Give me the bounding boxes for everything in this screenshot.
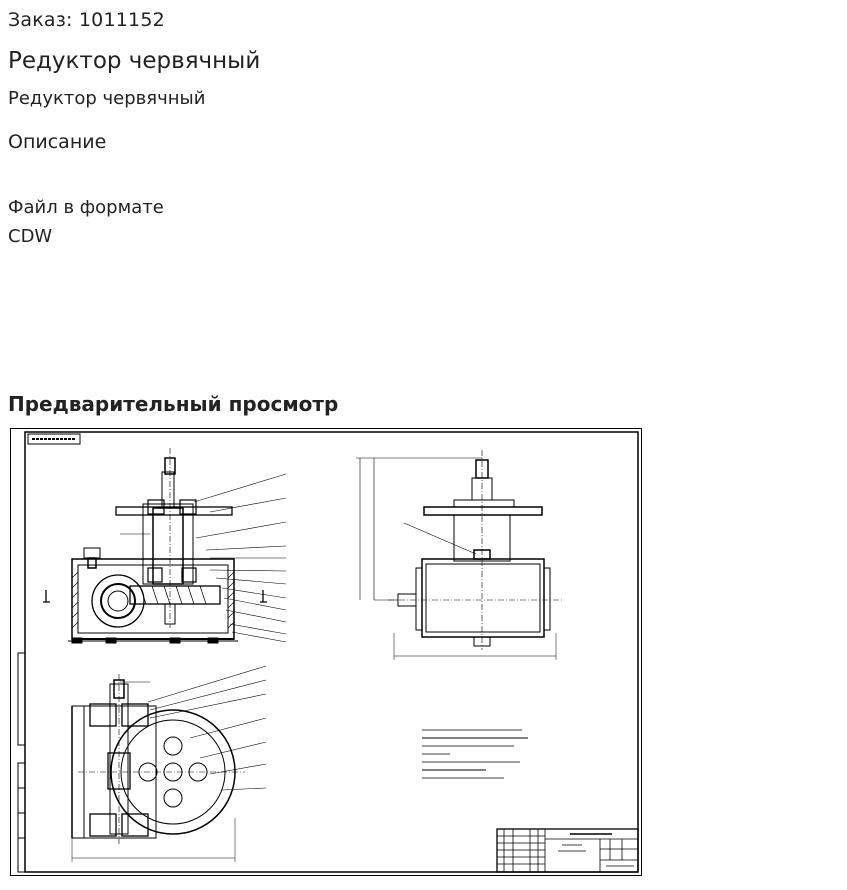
- front-section-view: [43, 448, 287, 644]
- technical-drawing: [10, 428, 642, 876]
- title-block: [496, 828, 639, 873]
- preview-heading: Предварительный просмотр: [8, 392, 339, 416]
- description-heading: Описание: [8, 131, 107, 153]
- product-subtitle: Редуктор червячный: [8, 88, 206, 109]
- order-number: Заказ: 1011152: [8, 9, 165, 31]
- top-section-view: [71, 665, 267, 862]
- product-title: Редуктор червячный: [8, 48, 261, 74]
- description-text: Файл в формате CDW: [8, 197, 164, 247]
- preview-image[interactable]: [10, 428, 642, 876]
- side-view: [356, 450, 562, 660]
- technical-notes: [422, 729, 528, 779]
